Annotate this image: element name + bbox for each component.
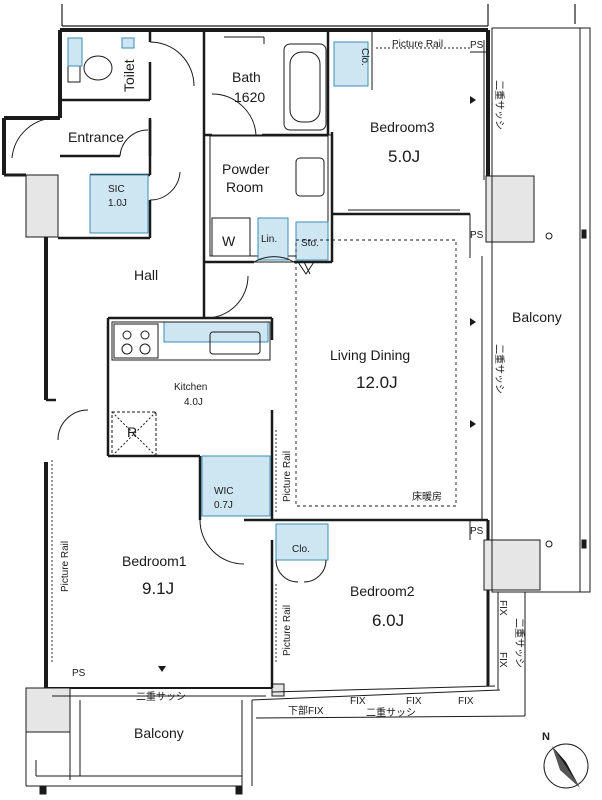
kitchen-sink	[209, 331, 261, 355]
storage-areas	[67, 37, 369, 561]
double-sash-bedroom1: 二重サッシ	[136, 690, 186, 703]
washer-pan	[211, 217, 251, 257]
bedroom3-size: 5.0J	[388, 147, 420, 166]
annotations: Picture Rail Picture Rail Picture Rail P…	[60, 39, 526, 719]
bedroom2-label: Bedroom2	[350, 583, 415, 599]
powder-room-label-2: Room	[226, 179, 263, 195]
floor-heating-area	[295, 239, 457, 507]
double-sash-bedroom2-side: 二重サッシ	[513, 618, 526, 668]
fix-bottom-2: FIX	[406, 696, 422, 707]
powder-room-label-1: Powder	[222, 161, 270, 177]
vanity-sink	[295, 157, 325, 197]
columns	[25, 174, 541, 733]
wic-closet	[201, 455, 271, 517]
picture-rail-bedroom2: Picture Rail	[282, 605, 293, 656]
entrance-label: Entrance	[68, 129, 124, 145]
double-sash-bedroom3: 二重サッシ	[493, 80, 506, 130]
lower-deck	[251, 592, 526, 719]
wic-label: WIC	[214, 486, 233, 497]
fix-side-1: FIX	[497, 600, 508, 616]
door-swings	[11, 41, 327, 583]
bedroom3-closet-label: Clo.	[359, 48, 370, 66]
outer-walls	[2, 28, 490, 689]
kitchen-size: 4.0J	[184, 397, 203, 408]
picture-rails	[51, 47, 470, 664]
double-sash-bedroom2-bottom: 二重サッシ	[366, 706, 416, 719]
balcony-right-label: Balcony	[512, 309, 562, 325]
balcony-bottom-label: Balcony	[134, 725, 184, 741]
fix-side-2: FIX	[497, 652, 508, 668]
wic-size: 0.7J	[214, 500, 233, 511]
bedroom3-closet	[333, 41, 369, 87]
bedroom2-size: 6.0J	[372, 611, 404, 630]
sic-closet	[89, 174, 149, 234]
ps-lower: PS	[470, 526, 484, 537]
linen-closet	[257, 217, 289, 261]
ps-bottom: PS	[72, 668, 86, 679]
floor-heating-label: 床暖房	[412, 490, 442, 503]
top-ledge	[61, 4, 576, 27]
fix-bottom-1: FIX	[350, 696, 366, 707]
toilet-label: Toilet	[121, 59, 137, 92]
bedroom3-label: Bedroom3	[370, 119, 435, 135]
bedroom1-size: 9.1J	[142, 579, 174, 598]
fix-bottom-3: FIX	[458, 696, 474, 707]
balcony-bottom	[25, 700, 253, 795]
fridge-label: R	[127, 424, 137, 440]
window-sashes	[52, 40, 485, 697]
washer-label: W	[222, 233, 236, 249]
picture-rail-bedroom3: Picture Rail	[392, 39, 443, 50]
kitchen-label: Kitchen	[174, 382, 207, 393]
lower-fix-label: 下部FIX	[288, 704, 324, 717]
living-dining-size: 12.0J	[356, 373, 398, 392]
storage-closet	[295, 221, 329, 261]
sic-label: SIC	[108, 184, 125, 195]
bath-size: 1620	[234, 89, 265, 105]
compass-label: N	[542, 731, 550, 743]
north-arrow-icon: N	[542, 731, 589, 789]
kitchen-fixtures	[111, 321, 271, 457]
fridge-space	[111, 411, 157, 457]
room-labels: Toilet Bath 1620 Entrance SIC 1.0J Powde…	[68, 48, 562, 741]
bedroom1-label: Bedroom1	[122, 553, 187, 569]
picture-rail-living: Picture Rail	[282, 451, 293, 502]
linen-label: Lin.	[261, 234, 277, 245]
bathtub	[283, 43, 327, 131]
sic-size: 1.0J	[108, 198, 127, 209]
bath-label: Bath	[232, 69, 261, 85]
ps-top: PS	[470, 40, 484, 51]
bedroom2-closet	[275, 523, 329, 561]
stove	[113, 323, 159, 359]
double-sash-living: 二重サッシ	[493, 344, 506, 394]
window-arrows	[158, 96, 476, 672]
hall-label: Hall	[134, 267, 158, 283]
ps-middle: PS	[470, 230, 484, 241]
storage-label: Sto.	[301, 238, 319, 249]
balcony-right	[491, 27, 591, 593]
bath-fixtures	[211, 43, 327, 257]
living-dining-label: Living Dining	[330, 347, 410, 363]
bedroom2-closet-label: Clo.	[292, 544, 310, 555]
picture-rail-bedroom1: Picture Rail	[60, 541, 71, 592]
